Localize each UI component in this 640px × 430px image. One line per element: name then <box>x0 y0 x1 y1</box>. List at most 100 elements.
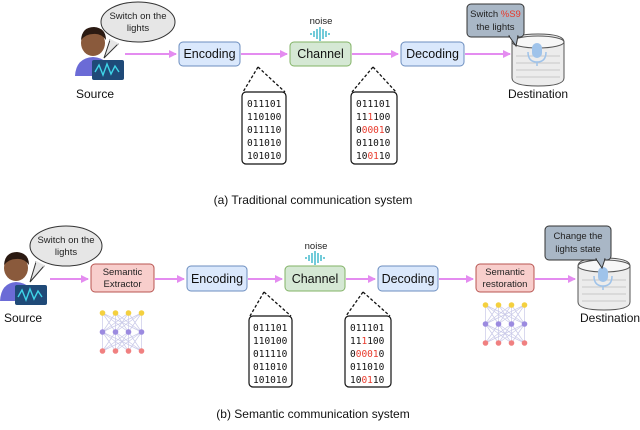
bit-error: 0001 <box>362 125 385 136</box>
nn-node <box>112 329 119 335</box>
neural-network-icon <box>482 302 528 346</box>
source-bubble-line1: Switch on the <box>109 11 166 22</box>
nn-node <box>112 348 119 354</box>
noise-wave-icon <box>310 27 330 41</box>
destination-bubble-line2: the lights <box>476 22 514 33</box>
received-bit-row: 011101 <box>356 99 391 110</box>
nn-node <box>125 310 132 316</box>
traditional-system: Switch on the lights Source Encoding Cha… <box>75 1 568 207</box>
received-bit-row: 100110 <box>356 151 391 162</box>
bit-error: 1 <box>361 336 367 347</box>
nn-node <box>508 321 515 327</box>
source-bubble-line2: lights <box>55 247 77 258</box>
decoding-label: Decoding <box>406 47 459 61</box>
encoding-label: Encoding <box>183 47 235 61</box>
nn-node <box>99 329 106 335</box>
received-bit-row: 011010 <box>350 362 385 373</box>
nn-node <box>521 321 528 327</box>
semantic-restoration-box: Semantic restoration <box>475 263 535 293</box>
encoded-bits-box: 011101 110100 011110 011010 101010 <box>248 291 293 388</box>
bit-error: 0001 <box>356 349 379 360</box>
source-label: Source <box>76 87 114 101</box>
nn-node <box>99 310 106 316</box>
encoded-bit-row: 011101 <box>247 99 282 110</box>
caption-semantic: (b) Semantic communication system <box>216 407 409 421</box>
received-bit-row: 111100 <box>356 112 391 123</box>
encoded-bit-row: 101010 <box>247 151 282 162</box>
encoded-bit-row: 011110 <box>253 349 288 360</box>
semantic-system: Switch on the lights Source Semantic Ext… <box>0 225 640 421</box>
nn-node <box>508 302 515 308</box>
channel-label: Channel <box>297 47 344 61</box>
nn-node <box>138 310 145 316</box>
nn-node <box>125 329 132 335</box>
received-bit-row: 011010 <box>356 138 391 149</box>
encoded-bit-row: 101010 <box>253 375 288 386</box>
nn-node <box>495 321 502 327</box>
bit-error: 01 <box>367 151 379 162</box>
nn-node <box>495 302 502 308</box>
corrupted-text: %S9 <box>501 9 521 20</box>
channel-box: Channel <box>284 265 346 292</box>
encoding-box: Encoding <box>186 265 248 292</box>
destination-speaker-icon <box>511 33 565 87</box>
encoding-box: Encoding <box>178 41 241 67</box>
destination-speech-bubble: Change the lights state <box>544 225 612 270</box>
source-label: Source <box>4 311 42 325</box>
destination-bubble-line2: lights state <box>555 244 600 255</box>
channel-label: Channel <box>292 272 339 286</box>
nn-node <box>112 310 119 316</box>
encoded-bit-row: 011010 <box>247 138 282 149</box>
source-bubble-line2: lights <box>127 23 149 34</box>
decoding-box: Decoding <box>377 265 439 292</box>
noise-label: noise <box>305 241 328 252</box>
neural-network-icon <box>99 310 145 354</box>
restoration-label-line1: Semantic <box>485 267 525 278</box>
nn-node <box>125 348 132 354</box>
decoding-label: Decoding <box>382 272 435 286</box>
bit-error: 1 <box>367 112 373 123</box>
channel-box: Channel <box>289 41 352 67</box>
source-person-icon <box>0 252 47 305</box>
received-bit-row: 011101 <box>350 323 385 334</box>
source-speech-bubble: Switch on the lights <box>29 225 103 283</box>
source-bubble-line1: Switch on the <box>37 235 94 246</box>
encoded-bits-box: 011101 110100 011110 011010 101010 <box>241 66 287 165</box>
nn-node <box>521 340 528 346</box>
destination-label: Destination <box>580 311 640 325</box>
received-bit-row: 100110 <box>350 375 385 386</box>
nn-node <box>482 302 489 308</box>
bit-error: 01 <box>361 375 373 386</box>
nn-node <box>482 340 489 346</box>
destination-label: Destination <box>508 87 568 101</box>
noise-label: noise <box>310 16 333 27</box>
encoded-bit-row: 110100 <box>253 336 288 347</box>
encoded-bit-row: 011101 <box>253 323 288 334</box>
destination-bubble-line1: Change the <box>553 231 602 242</box>
encoded-bit-row: 011110 <box>247 125 282 136</box>
extractor-label-line2: Extractor <box>103 279 141 290</box>
restoration-label-line2: restoration <box>483 279 528 290</box>
noise-wave-icon <box>305 251 325 265</box>
destination-speaker-icon <box>577 257 631 311</box>
nn-node <box>495 340 502 346</box>
decoding-box: Decoding <box>400 41 465 67</box>
nn-node <box>482 321 489 327</box>
extractor-label-line1: Semantic <box>103 267 143 278</box>
nn-node <box>521 302 528 308</box>
encoded-bit-row: 011010 <box>253 362 288 373</box>
received-bit-row: 000010 <box>350 349 385 360</box>
caption-traditional: (a) Traditional communication system <box>214 193 413 207</box>
source-speech-bubble: Switch on the lights <box>100 1 176 59</box>
nn-node <box>99 348 106 354</box>
semantic-extractor-box: Semantic Extractor <box>90 263 155 293</box>
destination-speech-bubble: Switch %S9 the lights <box>466 3 525 48</box>
encoding-label: Encoding <box>191 272 243 286</box>
encoded-bit-row: 110100 <box>247 112 282 123</box>
destination-bubble-line1: Switch %S9 <box>470 9 521 20</box>
nn-node <box>138 329 145 335</box>
